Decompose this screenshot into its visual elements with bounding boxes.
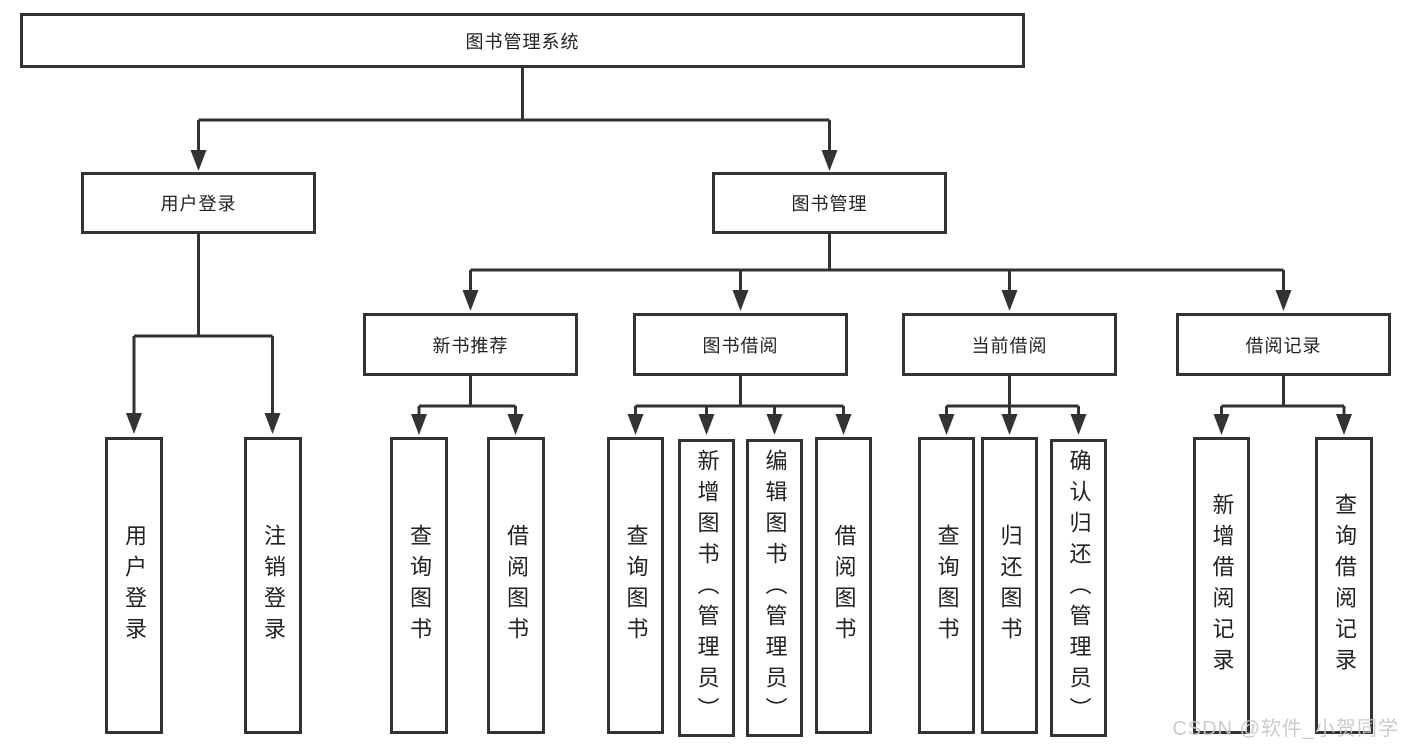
leaf-current-query-books-label: 查询图书 (934, 523, 960, 648)
leaf-query-borrow-record-label: 查询借阅记录 (1332, 492, 1357, 679)
leaf-add-borrow-record: 新增借阅记录 (1193, 437, 1250, 734)
leaf-recommend-query-books: 查询图书 (390, 437, 448, 734)
leaf-borrowing-query-books-label: 查询图书 (623, 523, 649, 648)
node-root-system: 图书管理系统 (20, 13, 1025, 68)
arrowheads-user-login (126, 413, 281, 434)
node-root-system-label: 图书管理系统 (465, 31, 580, 52)
node-book-management: 图书管理 (712, 172, 947, 234)
leaf-borrowing-borrow-books: 借阅图书 (815, 437, 872, 734)
leaf-logout-label: 注销登录 (261, 523, 286, 648)
node-borrow-records-label: 借阅记录 (1245, 335, 1322, 356)
leaf-return-books: 归还图书 (981, 437, 1038, 734)
node-current-borrowing-label: 当前借阅 (971, 335, 1048, 356)
leaf-edit-books-admin-label: 编辑图书（管理员） (762, 448, 788, 728)
leaf-logout: 注销登录 (244, 437, 302, 734)
leaf-recommend-query-books-label: 查询图书 (407, 523, 432, 648)
arrowheads-level2 (190, 150, 838, 171)
leaf-user-login: 用户登录 (105, 437, 163, 734)
node-current-borrowing: 当前借阅 (902, 313, 1117, 376)
leaf-confirm-return-admin: 确认归还（管理员） (1050, 439, 1107, 737)
node-book-borrowing-label: 图书借阅 (702, 335, 779, 356)
connector-root-to-branches (197, 68, 831, 152)
node-borrow-records: 借阅记录 (1176, 313, 1391, 376)
leaf-edit-books-admin: 编辑图书（管理员） (746, 439, 803, 737)
node-new-book-recommend-label: 新书推荐 (432, 335, 509, 356)
leaf-borrowing-borrow-books-label: 借阅图书 (831, 523, 857, 648)
leaf-add-borrow-record-label: 新增借阅记录 (1209, 492, 1235, 679)
arrowheads-leaves (411, 414, 1352, 435)
leaf-add-books-admin: 新增图书（管理员） (678, 439, 735, 737)
node-user-login: 用户登录 (81, 172, 316, 234)
connector-records-to-leaves (1220, 376, 1346, 416)
leaf-query-borrow-record: 查询借阅记录 (1315, 437, 1373, 734)
connector-new-books-to-leaves (417, 376, 517, 416)
leaf-add-books-admin-label: 新增图书（管理员） (694, 448, 720, 728)
leaf-return-books-label: 归还图书 (997, 523, 1023, 648)
leaf-user-login-label: 用户登录 (122, 523, 147, 648)
connector-book-mgmt-to-groups (469, 234, 1285, 292)
arrowheads-level3 (462, 290, 1292, 311)
node-user-login-label: 用户登录 (160, 194, 237, 214)
node-book-management-label: 图书管理 (791, 194, 868, 214)
connector-user-login-to-leaves (132, 234, 274, 414)
leaf-recommend-borrow-books-label: 借阅图书 (504, 523, 529, 648)
leaf-confirm-return-admin-label: 确认归还（管理员） (1066, 448, 1092, 728)
node-book-borrowing: 图书借阅 (633, 313, 848, 376)
connector-borrowing-to-leaves (634, 376, 845, 416)
leaf-borrowing-query-books: 查询图书 (607, 437, 664, 734)
leaf-recommend-borrow-books: 借阅图书 (487, 437, 545, 734)
node-new-book-recommend: 新书推荐 (363, 313, 578, 376)
connector-current-to-leaves (945, 376, 1080, 416)
leaf-current-query-books: 查询图书 (918, 437, 975, 734)
